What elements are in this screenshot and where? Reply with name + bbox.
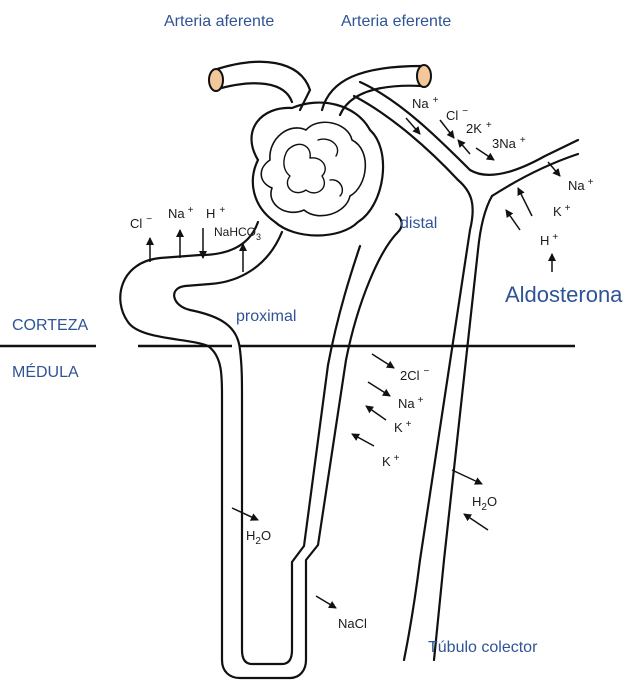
label-efferent-artery: Arteria eferente [341,13,451,30]
collecting-duct-water: H2O [452,470,497,530]
distal-and-collecting-tubule [354,82,578,660]
ion-col-h: H+ [540,232,558,248]
ion-desc-h2o: H2O [246,528,271,547]
ion-col-k: K+ [553,203,571,219]
ion-asc-k1: K+ [394,419,412,435]
ion-col-na: Na+ [568,177,594,193]
ion-top-na: Na+ [412,95,439,111]
ion-asc-k2: K+ [382,453,400,469]
ion-top-2k: 2K+ [466,120,492,136]
descending-limb-transport: H2O [232,508,271,547]
label-distal: distal [400,215,437,232]
ion-nacl: NaCl [338,616,367,631]
label-collecting-duct: Túbulo colector [428,639,538,656]
ascending-limb-transport: 2Cl− Na+ K+ K+ [352,354,430,469]
proximal-tubule-and-loop [120,214,401,678]
collecting-aldosterone-transport: Na+ K+ H+ [506,162,594,272]
ion-prox-nahco3: NaHCO3 [214,225,261,242]
ion-prox-cl: Cl− [130,214,152,231]
ion-coll-h2o: H2O [472,494,497,513]
label-cortex: CORTEZA [12,317,88,334]
label-aldosterone: Aldosterona [505,282,623,307]
label-medulla: MÉDULA [12,362,79,381]
label-afferent-artery: Arteria aferente [164,13,274,30]
ion-asc-na: Na+ [398,395,424,411]
afferent-artery [209,62,310,110]
proximal-transport: Cl− Na+ H+ NaHCO3 [130,205,261,272]
label-proximal: proximal [236,308,296,325]
ion-prox-na: Na+ [168,205,194,221]
ion-top-3na: 3Na+ [492,135,526,151]
ion-asc-2cl: 2Cl− [400,366,430,383]
ion-prox-h: H+ [206,205,225,221]
glomerulus [252,103,384,236]
nacl-transport: NaCl [316,596,367,631]
ion-top-cl: Cl− [446,106,468,123]
